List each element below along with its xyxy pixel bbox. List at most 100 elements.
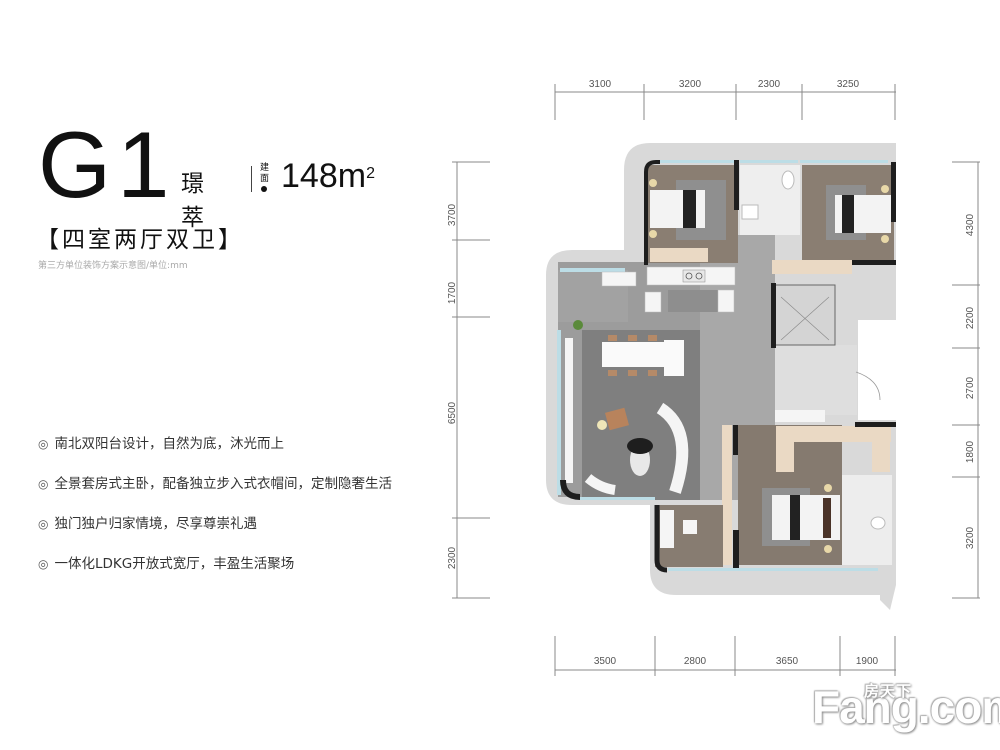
wall-elevator: [771, 283, 776, 348]
lamp-icon: [881, 235, 889, 243]
window-nw: [660, 160, 735, 163]
wall-master-left: [733, 425, 738, 455]
entry-door-swing: [855, 371, 881, 401]
bathroom-n-window: [740, 160, 798, 163]
area-value: 148m: [281, 157, 367, 195]
dim-right-3: 2700: [965, 376, 976, 399]
fridge: [717, 289, 735, 313]
layout-type: 【四室两厅双卫】: [36, 227, 244, 253]
lamp-icon: [824, 545, 832, 553]
dim-bottom-4: 1900: [856, 656, 879, 667]
wall-nw: [644, 160, 660, 265]
title-separator: [251, 166, 252, 192]
bed-nw-blanket: [683, 190, 696, 228]
lamp-icon: [649, 179, 657, 187]
floor-area: 148m2: [281, 158, 375, 194]
bed-headboard: [823, 498, 831, 538]
lamp-icon: [824, 484, 832, 492]
sliding-panel: [565, 338, 573, 483]
wall-ne-bottom: [852, 260, 896, 265]
area-label-line1: 建: [260, 163, 270, 173]
bullet-icon: ◎: [38, 437, 49, 451]
feature-text: 全景套房式主卧，配备独立步入式衣帽间，定制隐奢生活: [54, 476, 392, 492]
side-counter: [664, 340, 684, 376]
wall-bath-n: [734, 160, 739, 210]
area-unit-sup: 2: [366, 165, 375, 182]
dim-top-2: 3200: [679, 79, 702, 90]
dim-left-4: 2300: [447, 546, 458, 569]
bullet-icon: ◎: [38, 557, 49, 571]
dim-right-5: 3200: [965, 526, 976, 549]
bullet-icon: ◎: [38, 517, 49, 531]
dim-top-1: 3100: [589, 79, 612, 90]
bed-nw: [650, 190, 705, 228]
dim-left-2: 1700: [447, 281, 458, 304]
dim-bottom-2: 2800: [684, 656, 707, 667]
watermark: Fang.com 房天下: [812, 680, 1000, 734]
wall-ne: [891, 162, 896, 222]
feature-text: 一体化LDKG开放式宽厅，丰盈生活聚场: [54, 556, 295, 572]
dim-left-1: 3700: [447, 203, 458, 226]
unit-name: 璟萃: [181, 171, 207, 231]
feature-item: ◎ 全景套房式主卧，配备独立步入式衣帽间，定制隐奢生活: [38, 476, 392, 516]
window-south-living: [580, 497, 655, 500]
curved-sofa: [656, 402, 689, 494]
window-ne: [800, 160, 888, 163]
dimension-top: [554, 84, 896, 120]
armchair: [605, 407, 629, 431]
plant-icon: [573, 320, 583, 330]
area-label-line2: 面: [260, 174, 270, 184]
dining-table: [602, 342, 664, 367]
wardrobe-ne: [772, 260, 852, 274]
side-table: [597, 420, 607, 430]
dimension-right: [952, 161, 980, 599]
walk-in-closet: [776, 426, 891, 442]
burner-icon: [685, 272, 693, 280]
area-label-dot-icon: [261, 186, 267, 192]
shoe-cabinet: [775, 410, 825, 422]
bullet-icon: ◎: [38, 477, 49, 491]
lamp-icon: [881, 185, 889, 193]
area-label: 建 面: [260, 163, 272, 196]
kitchen-sink: [644, 291, 662, 313]
toilet-icon: [781, 170, 795, 190]
coffee-table-dark: [627, 438, 653, 454]
balcony-counter: [601, 271, 637, 287]
window-south: [668, 568, 878, 571]
lobby-floor: [775, 345, 857, 415]
sofa-end: [584, 474, 616, 495]
dim-bottom-3: 3650: [776, 656, 799, 667]
dining-chairs: [608, 335, 657, 376]
study-chair: [683, 520, 697, 534]
study-desk: [660, 510, 674, 548]
dimension-bottom: [554, 636, 896, 676]
master-blanket: [790, 495, 800, 540]
dimension-left: [452, 161, 490, 599]
closet-side-l: [776, 442, 794, 472]
dim-right-4: 1800: [965, 440, 976, 463]
wall-master-top: [855, 422, 896, 427]
dim-bottom-1: 3500: [594, 656, 617, 667]
feature-item: ◎ 南北双阳台设计，自然为底，沐光而上: [38, 436, 392, 476]
living-window-left: [557, 330, 561, 495]
watermark-cn: 房天下: [864, 683, 913, 700]
feature-item: ◎ 独门独户归家情境，尽享尊崇礼遇: [38, 516, 392, 556]
kitchen-island: [668, 290, 718, 312]
closet-side-r: [872, 442, 890, 472]
balcony-window: [560, 268, 625, 272]
elevator: [774, 284, 836, 346]
bed-ne-blanket: [842, 195, 854, 233]
feature-text: 独门独户归家情境，尽享尊崇礼遇: [54, 516, 257, 532]
feature-text: 南北双阳台设计，自然为底，沐光而上: [54, 436, 284, 452]
unit-note: 第三方单位装饰方案示意图/单位:mm: [38, 261, 188, 271]
wardrobe-nw: [650, 248, 708, 262]
dim-left-3: 6500: [447, 401, 458, 424]
feature-item: ◎ 一体化LDKG开放式宽厅，丰盈生活聚场: [38, 556, 392, 596]
feature-list: ◎ 南北双阳台设计，自然为底，沐光而上 ◎ 全景套房式主卧，配备独立步入式衣帽间，定…: [38, 436, 392, 596]
sink-icon: [741, 204, 759, 220]
watermark-brand: Fang.com: [812, 681, 1000, 733]
lamp-icon: [649, 230, 657, 238]
corner-wall: [560, 479, 581, 500]
wall-study-right: [733, 530, 739, 570]
